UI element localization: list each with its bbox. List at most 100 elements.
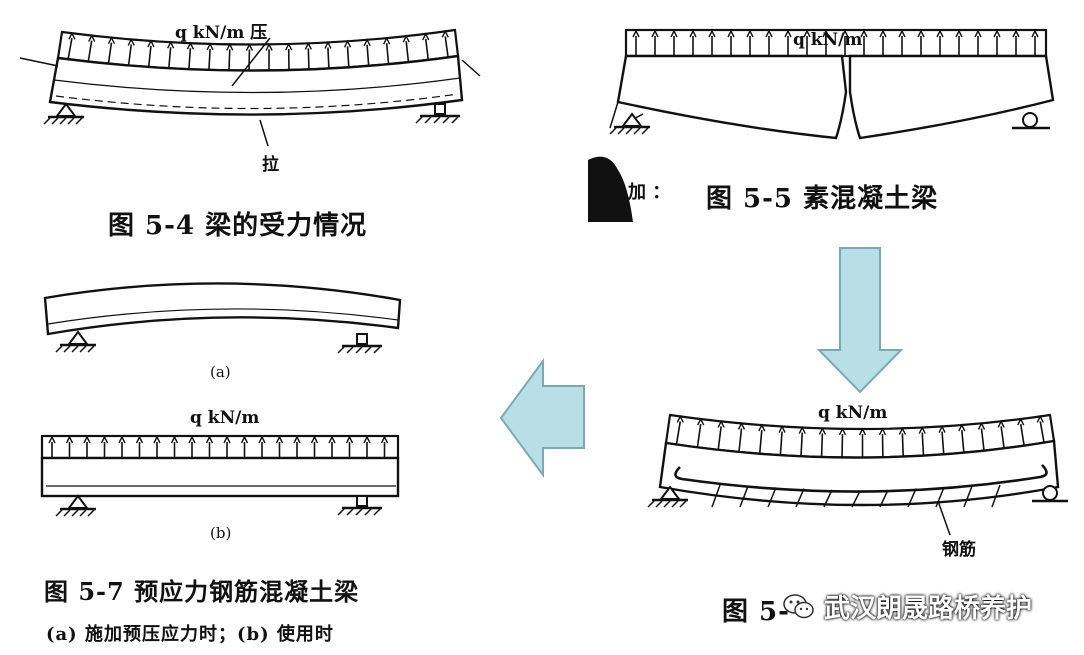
load-arrow-head (186, 41, 195, 50)
load-arrow-head (343, 39, 352, 48)
load-arrow (385, 43, 390, 65)
load-arrow (228, 49, 231, 71)
pin-support (67, 330, 89, 345)
subfigure-b-label: (b) (210, 524, 232, 542)
ground-hatch (43, 117, 51, 125)
load-arrow-head (441, 29, 449, 38)
load-arrow-head (838, 427, 847, 436)
figure-5-6: q kN/m 钢筋 图 5- (640, 395, 1084, 655)
crack-line (767, 487, 777, 508)
end-mark (461, 59, 481, 77)
load-arrow-head (65, 435, 74, 444)
crack-line (851, 490, 861, 508)
figure-caption: 图 5-7 预应力钢筋混凝土梁 (44, 577, 360, 606)
figure-5-5: q kN/m 加 ： 图 5-5 素混凝土梁 (588, 10, 1084, 222)
beam-diagram-5-7 (40, 282, 402, 517)
load-arrow-head (860, 29, 868, 38)
load-arrow-head (328, 435, 336, 444)
load-arrow-head (170, 435, 179, 444)
roller-support (434, 103, 446, 115)
beam-straight (40, 456, 400, 498)
ground-hatch (625, 127, 633, 135)
ground-hatch (364, 346, 372, 354)
wechat-icon (783, 593, 814, 618)
ground-hatch (442, 116, 450, 124)
load-arrow (1019, 423, 1025, 446)
load-label: q kN/m 压 (175, 23, 268, 43)
load-arrow (1000, 426, 1005, 449)
ground-hatch (355, 508, 363, 516)
load-arrow-head (746, 29, 754, 38)
load-arrow-head (118, 435, 126, 444)
load-arrow (188, 48, 192, 70)
load-arrow-head (285, 42, 293, 51)
load-arrow-head (841, 29, 849, 38)
beam-left-half (616, 54, 848, 140)
ground-hatch (364, 508, 372, 516)
load-arrow (405, 41, 410, 63)
load-arrow-head (1017, 417, 1025, 426)
load-arrow-head (1031, 29, 1039, 38)
load-arrow-head (147, 39, 155, 48)
load-arrow-head (938, 424, 946, 433)
ground-hatch (415, 116, 423, 124)
load-arrow-head (107, 36, 116, 44)
load-label: q kN/m (190, 408, 260, 428)
load-arrow-head (135, 435, 144, 444)
load-arrow-head (955, 29, 963, 38)
load-arrow-head (422, 32, 430, 41)
beam-diagram-5-4 (19, 28, 481, 147)
load-arrow-head (798, 426, 806, 434)
load-arrow (901, 433, 905, 457)
figure-5-4: q kN/m 压 拉 图 5-4 梁的受力情况 (0, 0, 500, 250)
load-arrow-head (784, 29, 792, 38)
ground-hatch (679, 500, 687, 508)
beam-diagram-5-5 (588, 28, 1055, 222)
load-arrow (424, 38, 430, 60)
load-arrow-head (402, 34, 410, 43)
crack-line (711, 484, 721, 508)
ground-hatch (609, 127, 617, 135)
ground-hatch (67, 117, 75, 125)
neutral-axis (53, 77, 461, 94)
load-arrow-head (958, 423, 966, 432)
left-arrow-icon (499, 357, 585, 479)
load-arrow-head (363, 38, 371, 47)
load-arrow (346, 46, 350, 68)
ground-hatch (355, 346, 363, 354)
crack-line (879, 489, 889, 508)
load-arrow-head (1036, 414, 1044, 423)
load-arrow-head (206, 42, 214, 51)
load-arrow-head (345, 435, 354, 444)
ground-hatch (87, 509, 95, 517)
load-arrow (717, 426, 722, 450)
load-arrow (327, 47, 330, 69)
down-arrow-icon (816, 247, 904, 394)
ground-hatch (433, 116, 441, 124)
load-arrow-head (304, 41, 312, 50)
load-arrow-head (258, 435, 266, 444)
load-arrow-head (275, 435, 284, 444)
load-arrow (800, 432, 804, 457)
beam-diagram-5-6 (647, 413, 1068, 536)
ground-hatch (671, 500, 679, 508)
load-arrow (67, 38, 73, 60)
load-arrow-head (167, 40, 175, 49)
beam (48, 54, 464, 116)
rebar (674, 464, 1048, 493)
crack-line (991, 484, 1001, 508)
ground-hatch (75, 117, 83, 125)
load-arrow-head (226, 42, 234, 51)
load-arrow (107, 42, 113, 64)
tension-label: 拉 (262, 155, 279, 175)
ground-hatch (51, 117, 59, 125)
ground-hatch (337, 346, 345, 354)
pin-support (67, 494, 89, 509)
load-arrow-head (240, 435, 249, 444)
ground-hatch (87, 345, 95, 353)
load-arrow-head (380, 435, 389, 444)
load-arrow-head (68, 31, 76, 40)
load-arrow-head (993, 29, 1001, 38)
roller-support (1022, 112, 1038, 128)
ground-hatch (55, 345, 63, 353)
